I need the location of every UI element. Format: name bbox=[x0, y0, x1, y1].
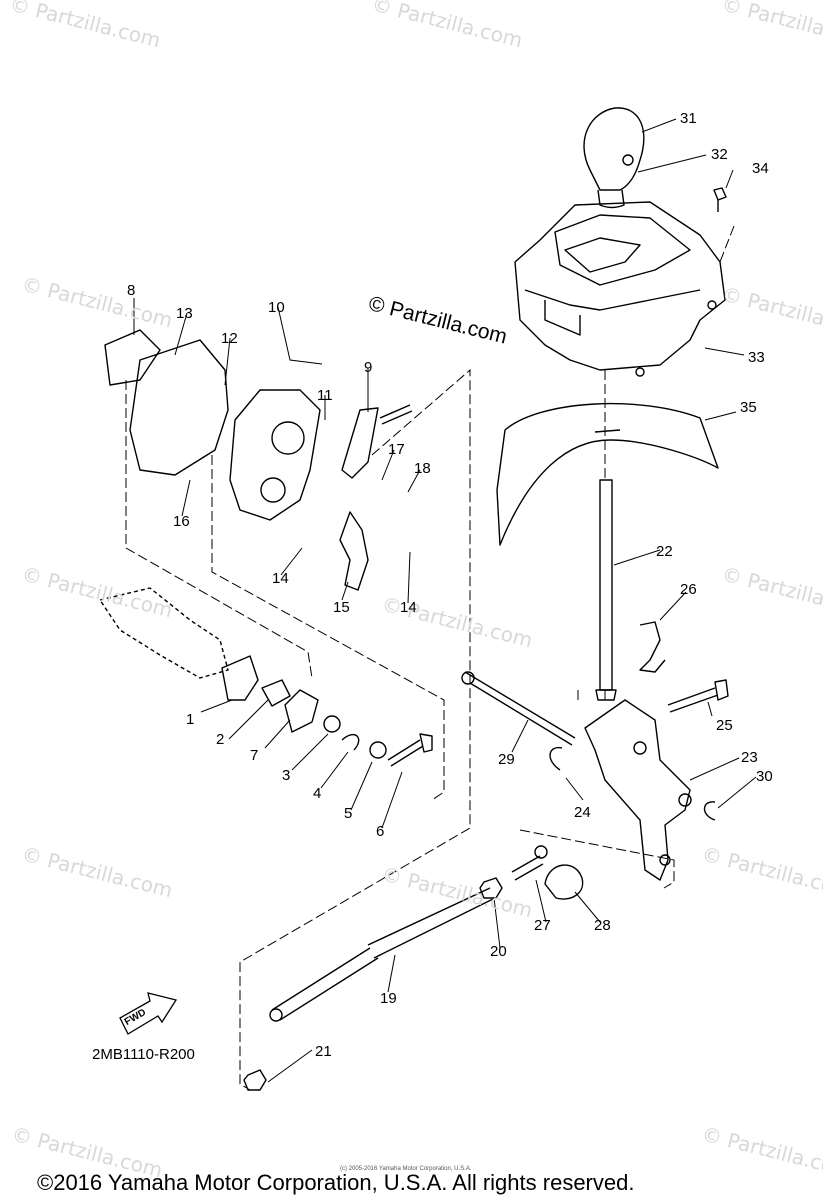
callout-4: 4 bbox=[313, 785, 322, 802]
pivot-bolt bbox=[667, 679, 729, 713]
callout-34: 34 bbox=[752, 160, 769, 177]
callout-13: 13 bbox=[176, 305, 193, 322]
diagram-code: 2MB1110-R200 bbox=[92, 1046, 195, 1063]
callout-5: 5 bbox=[344, 805, 353, 822]
callout-33: 33 bbox=[748, 349, 765, 366]
shift-cover bbox=[229, 389, 321, 521]
collar bbox=[261, 679, 291, 707]
callout-10: 10 bbox=[268, 299, 285, 316]
stopper-lever bbox=[221, 655, 259, 701]
shift-knob bbox=[583, 107, 645, 191]
callout-24: 24 bbox=[574, 804, 591, 821]
callout-21: 21 bbox=[315, 1043, 332, 1060]
shift-lever bbox=[341, 407, 379, 479]
callout-18: 18 bbox=[414, 460, 431, 477]
spring bbox=[341, 734, 360, 751]
callout-23: 23 bbox=[741, 749, 758, 766]
bolt bbox=[387, 733, 433, 767]
callout-15: 15 bbox=[333, 599, 350, 616]
shift-drum bbox=[99, 587, 229, 679]
callout-11: 11 bbox=[317, 387, 333, 404]
washer bbox=[323, 715, 341, 733]
pivot-shaft bbox=[464, 671, 576, 746]
callout-35: 35 bbox=[740, 399, 757, 416]
shift-shaft bbox=[271, 887, 496, 1021]
return-spring bbox=[639, 621, 666, 673]
circlip bbox=[549, 746, 563, 771]
callout-3: 3 bbox=[282, 767, 291, 784]
callout-9: 9 bbox=[364, 359, 373, 376]
rod-end-bolt bbox=[511, 855, 544, 881]
shift-rod bbox=[599, 479, 613, 691]
callout-25: 25 bbox=[716, 717, 733, 734]
callout-29: 29 bbox=[498, 751, 515, 768]
shift-gate-cover bbox=[514, 201, 726, 371]
callout-30: 30 bbox=[756, 768, 773, 785]
callout-12: 12 bbox=[221, 330, 238, 347]
callout-19: 19 bbox=[380, 990, 397, 1007]
washer bbox=[369, 741, 387, 759]
fwd-arrow bbox=[119, 992, 178, 1035]
cover-bolt bbox=[713, 187, 727, 212]
callout-16: 16 bbox=[173, 513, 190, 530]
callout-17: 17 bbox=[388, 441, 405, 458]
gasket bbox=[129, 339, 229, 476]
callout-8: 8 bbox=[127, 282, 136, 299]
nut bbox=[243, 1069, 267, 1091]
callout-28: 28 bbox=[594, 917, 611, 934]
callout-2: 2 bbox=[216, 731, 225, 748]
shift-arm bbox=[104, 329, 161, 386]
shift-lever-bracket bbox=[584, 699, 691, 881]
knob-screw bbox=[622, 154, 634, 166]
rod-end-joint bbox=[544, 864, 584, 900]
copyright-footer: ©2016 Yamaha Motor Corporation, U.S.A. A… bbox=[37, 1170, 635, 1195]
callout-1: 1 bbox=[186, 711, 195, 728]
callout-14b: 14 bbox=[400, 599, 417, 616]
callout-26: 26 bbox=[680, 581, 697, 598]
callout-7: 7 bbox=[250, 747, 259, 764]
tiny-copyright: (c) 2005-2016 Yamaha Motor Corporation, … bbox=[340, 1166, 472, 1172]
callout-22: 22 bbox=[656, 543, 673, 560]
nut bbox=[479, 877, 503, 899]
guide bbox=[339, 511, 369, 591]
callout-14: 14 bbox=[272, 570, 289, 587]
shift-boot bbox=[496, 402, 719, 546]
callout-27: 27 bbox=[534, 917, 551, 934]
callout-32: 32 bbox=[711, 146, 728, 163]
callout-31: 31 bbox=[680, 110, 697, 127]
callout-20: 20 bbox=[490, 943, 507, 960]
star-gear bbox=[284, 689, 319, 733]
callout-6: 6 bbox=[376, 823, 385, 840]
